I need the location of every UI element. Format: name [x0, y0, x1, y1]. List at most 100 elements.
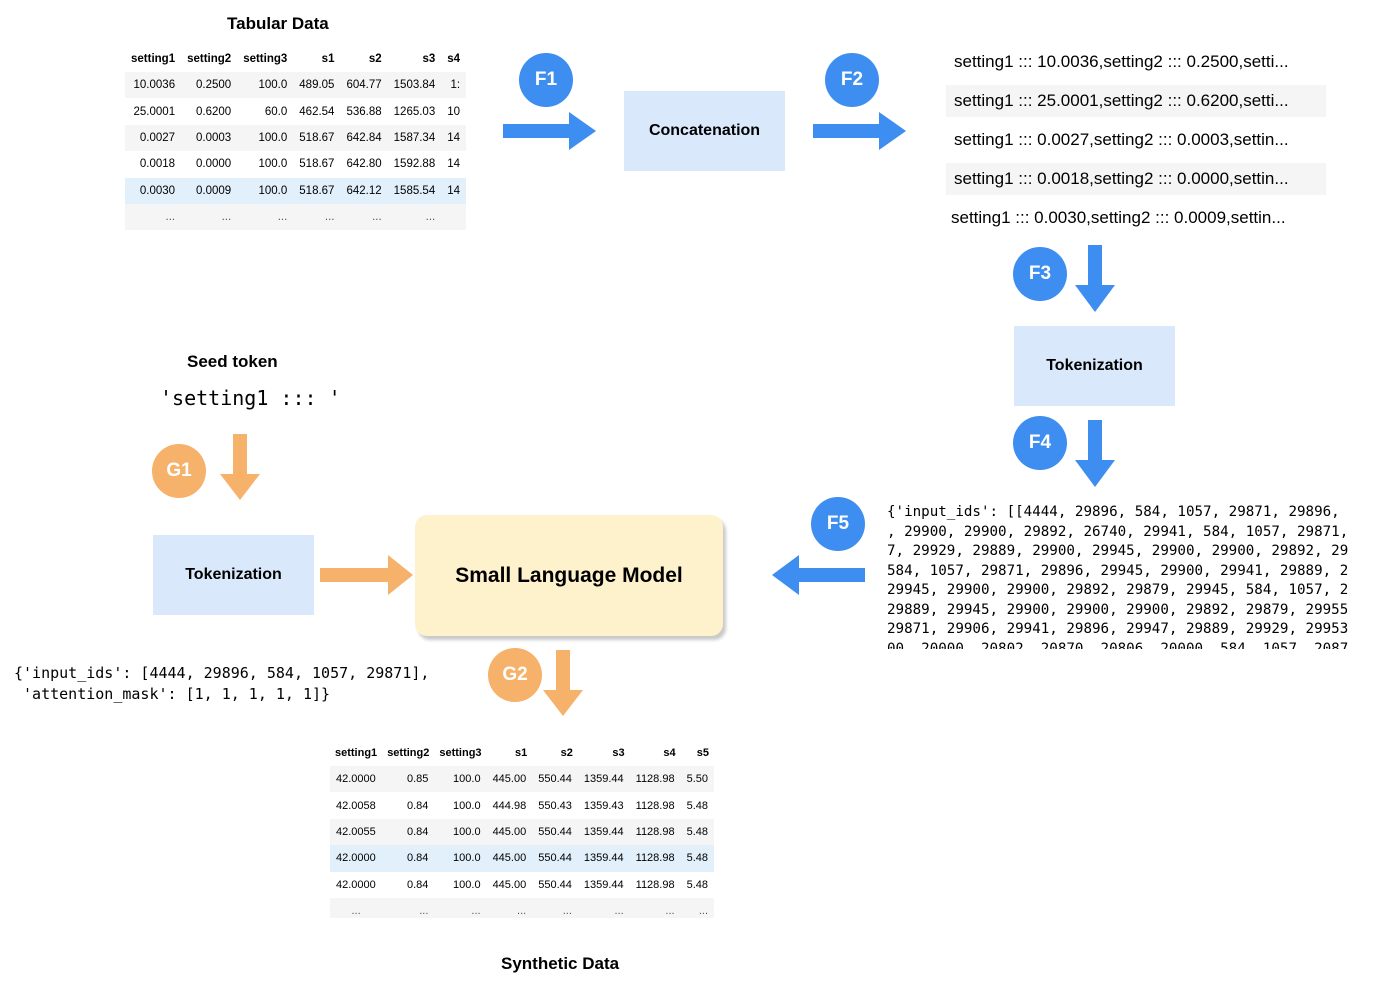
table-cell: 1587.34 — [387, 124, 442, 152]
step-f1-badge: F1 — [519, 53, 573, 107]
table-cell: 100.0 — [434, 766, 487, 793]
table-cell: 1128.98 — [629, 845, 681, 872]
concat-string-row: setting1 ::: 0.0018,setting2 ::: 0.0000,… — [946, 163, 1326, 195]
synthetic-data-title: Synthetic Data — [501, 954, 620, 973]
table-cell: ... — [181, 203, 238, 231]
table-cell: 5.48 — [686, 799, 709, 812]
table-cell: 42.0000 — [336, 878, 376, 891]
table-cell: ... — [629, 897, 681, 918]
table-cell: 5.48 — [680, 845, 715, 872]
tokenization-box-right: Tokenization — [1014, 326, 1175, 406]
table-cell: 445.00 — [486, 766, 533, 793]
arrow-right-icon — [320, 555, 413, 595]
column-header: s4 — [663, 747, 676, 759]
small-language-model-box: Small Language Model — [415, 515, 723, 636]
table-cell: 642.80 — [346, 158, 382, 171]
seed-tokenization-output: {'input_ids': [4444, 29896, 584, 1057, 2… — [14, 664, 430, 703]
step-f2-badge: F2 — [825, 53, 879, 107]
arrow-down-icon — [220, 434, 260, 500]
table-cell: 14 — [441, 124, 467, 152]
table-cell: 462.54 — [299, 105, 335, 118]
table-cell: 5.48 — [686, 878, 709, 891]
concatenation-box: Concatenation — [624, 91, 785, 171]
concat-string-row: setting1 ::: 10.0036,setting2 ::: 0.2500… — [954, 52, 1289, 71]
table-cell: ... — [680, 897, 715, 918]
table-cell: 0.0000 — [196, 158, 232, 171]
table-cell: 489.05 — [293, 72, 341, 99]
table-cell: 0.84 — [382, 818, 435, 846]
tabular-data-table: setting1 setting2 setting3 s1 s2 s3 s4 1… — [125, 46, 467, 231]
table-cell: 518.67 — [293, 124, 341, 152]
table-cell: 445.00 — [486, 845, 533, 872]
table-cell: 1359.44 — [577, 818, 630, 846]
table-cell: 100.0 — [453, 799, 481, 812]
table-cell: ... — [382, 897, 435, 918]
table-row-ellipsis: ... ... ... ... ... ... — [125, 203, 467, 231]
arrow-down-icon — [543, 650, 583, 716]
table-cell: 1359.43 — [583, 799, 624, 812]
table-cell: 0.0018 — [139, 158, 176, 171]
table-cell: 1585.54 — [387, 177, 442, 204]
table-cell: 518.67 — [299, 158, 335, 171]
arrow-left-icon — [772, 555, 865, 595]
table-cell: 0.0030 — [125, 177, 182, 204]
table-cell: 0.0027 — [125, 124, 182, 152]
column-header: s5 — [696, 747, 710, 759]
table-cell: 0.2500 — [181, 72, 238, 99]
table-cell: 42.0055 — [330, 818, 383, 846]
table-row: 42.0058 0.84 100.0 444.98 550.43 1359.43… — [330, 792, 714, 818]
table-cell: 1359.44 — [583, 878, 624, 891]
column-header: setting1 — [335, 747, 378, 759]
table-cell: 0.0009 — [181, 177, 238, 204]
concat-string-row: setting1 ::: 25.0001,setting2 ::: 0.6200… — [946, 85, 1326, 117]
table-cell: 1359.44 — [577, 766, 630, 793]
column-header: s4 — [447, 53, 461, 65]
table-cell: 642.12 — [340, 177, 388, 204]
table-cell: 1128.98 — [635, 799, 675, 812]
table-row: 25.0001 0.6200 60.0 462.54 536.88 1265.0… — [125, 98, 466, 124]
column-header: s3 — [612, 747, 625, 759]
table-cell: 445.00 — [486, 818, 533, 846]
tabular-data-table-wrapper: setting1 setting2 setting3 s1 s2 s3 s4 1… — [125, 46, 487, 232]
step-f5-badge: F5 — [811, 497, 865, 551]
step-g1-badge: G1 — [152, 444, 206, 498]
seed-token-value: 'setting1 ::: ' — [160, 386, 341, 410]
table-cell: 42.0000 — [330, 766, 383, 793]
table-cell: 0.84 — [406, 878, 429, 891]
table-cell: 1265.03 — [393, 105, 436, 118]
table-row: 42.0055 0.84 100.0 445.00 550.44 1359.44… — [330, 818, 715, 846]
table-row-highlighted: 42.0000 0.84 100.0 445.00 550.44 1359.44… — [330, 845, 715, 872]
arrow-down-icon — [1075, 420, 1115, 487]
table-cell: ... — [237, 203, 294, 231]
synthetic-data-table-wrapper: setting1 setting2 setting3 s1 s2 s3 s4 s… — [330, 740, 763, 918]
table-cell: ... — [340, 203, 388, 231]
table-cell: ... — [486, 897, 533, 918]
table-cell: 100.0 — [453, 878, 481, 891]
table-cell: 550.44 — [532, 818, 578, 846]
table-cell: 1128.98 — [629, 766, 681, 793]
table-cell: ... — [330, 897, 383, 918]
table-cell: 10.0036 — [125, 72, 182, 99]
table-cell: 10 — [447, 105, 461, 118]
table-cell: 1359.44 — [577, 845, 630, 872]
table-cell: ... — [125, 203, 182, 231]
table-cell: ... — [577, 897, 630, 918]
table-cell: 550.44 — [532, 766, 578, 793]
arrow-right-icon — [503, 112, 596, 150]
table-row-highlighted: 0.0030 0.0009 100.0 518.67 642.12 1585.5… — [125, 177, 467, 204]
arrow-right-icon — [813, 112, 906, 150]
table-cell: 550.44 — [532, 845, 578, 872]
column-header: setting2 — [387, 747, 430, 759]
arrow-down-icon — [1075, 245, 1115, 312]
table-cell: 1503.84 — [387, 72, 442, 99]
table-cell: ... — [434, 897, 487, 918]
table-cell: 0.85 — [382, 766, 435, 793]
table-cell: 25.0001 — [133, 105, 176, 118]
table-cell: 0.0003 — [181, 124, 238, 152]
table-cell: 536.88 — [346, 105, 382, 118]
table-cell: ... — [293, 203, 341, 231]
table-cell: 42.0058 — [336, 799, 376, 812]
table-cell: 100.0 — [237, 72, 294, 99]
table-cell: 42.0000 — [330, 845, 383, 872]
